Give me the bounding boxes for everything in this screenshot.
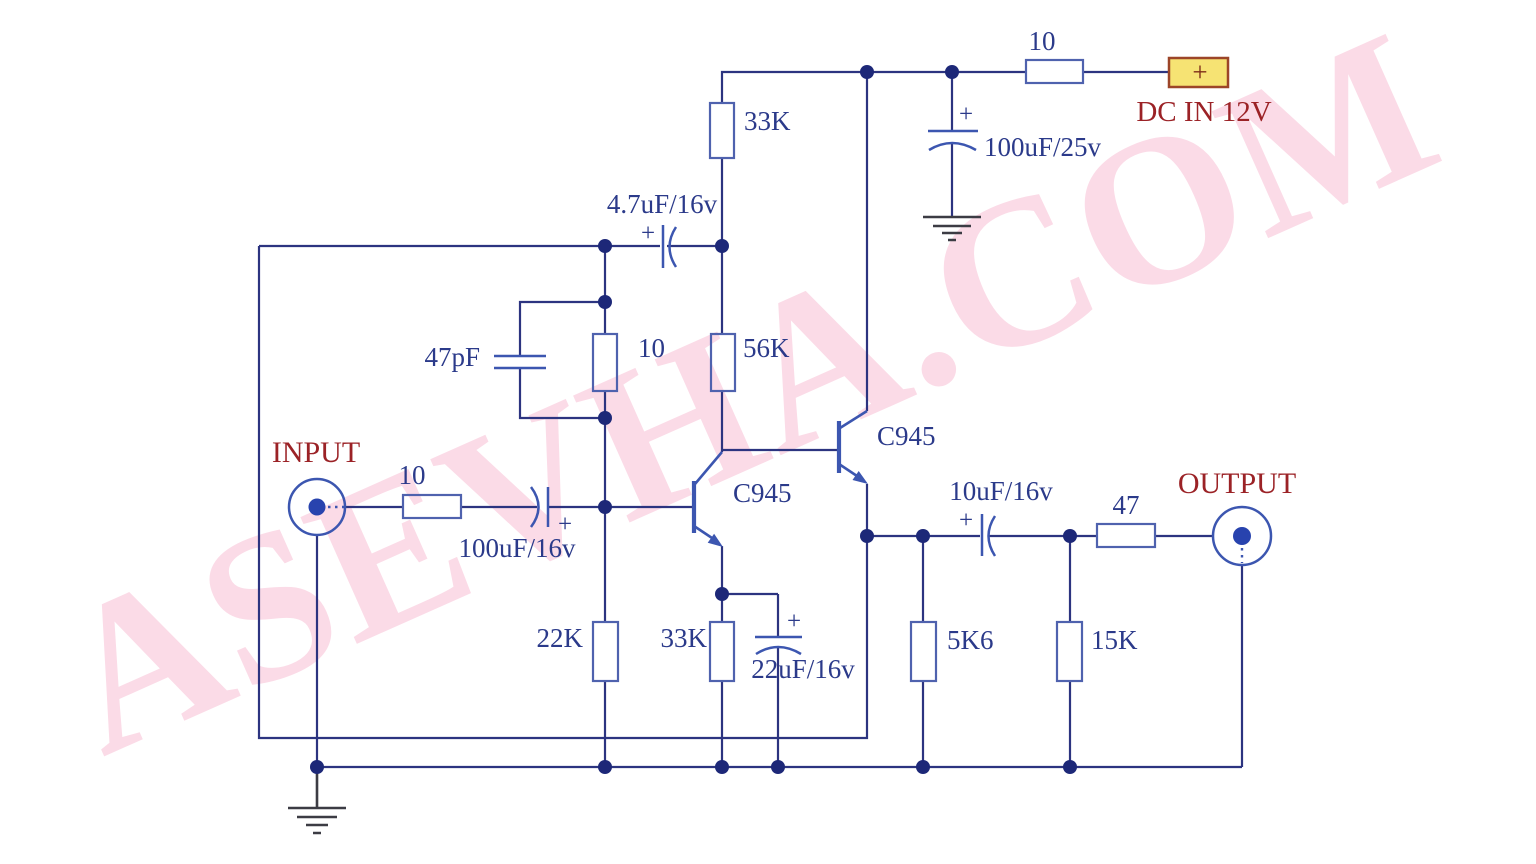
- capacitor-bypass-22u: [755, 635, 802, 656]
- label-q1: C945: [733, 478, 792, 508]
- ground-symbol-filter: [923, 215, 981, 242]
- label-47pf: 47pF: [424, 342, 480, 372]
- capacitor-filter-100u: [928, 129, 978, 152]
- transistor-q2: [836, 409, 868, 484]
- label-bootstrap-cap: 4.7uF/16v: [607, 189, 718, 219]
- label-filter-cap: 100uF/25v: [984, 132, 1102, 162]
- output-jack: [1211, 505, 1273, 567]
- dc-terminal-block: [1167, 56, 1230, 89]
- label-bootstrap-cap-plus: +: [641, 220, 655, 247]
- label-input-cap: 100uF/16v: [458, 533, 576, 563]
- label-emitter-resistor: 33K: [661, 623, 708, 653]
- capacitor-input-100u: [529, 486, 550, 528]
- resistor-5k6-load: [909, 620, 938, 683]
- label-q2: C945: [877, 421, 936, 451]
- label-input-resistor: 10: [399, 460, 426, 490]
- resistor-33k-emitter: [708, 620, 736, 683]
- resistor-10-input: [401, 493, 463, 520]
- resistor-33k-collector: [708, 101, 736, 160]
- resistor-10-supply: [1024, 58, 1085, 85]
- ground-symbol-input: [288, 767, 346, 835]
- label-feedback-resistor: 10: [638, 333, 665, 363]
- resistor-56k-base: [709, 332, 737, 393]
- label-bypass-cap: 22uF/16v: [751, 654, 855, 684]
- label-5k6: 5K6: [947, 625, 994, 655]
- label-15k: 15K: [1091, 625, 1138, 655]
- label-supply-resistor: 10: [1029, 26, 1056, 56]
- label-output-cap-plus: +: [959, 507, 973, 534]
- dc-terminal: +: [1167, 56, 1230, 89]
- dc-terminal-plus: +: [1192, 57, 1207, 87]
- label-output-cap: 10uF/16v: [949, 476, 1053, 506]
- label-dc-in: DC IN 12V: [1136, 96, 1271, 128]
- label-input: INPUT: [272, 436, 360, 469]
- label-base-resistor: 56K: [743, 333, 790, 363]
- capacitor-47pf: [494, 354, 546, 370]
- capacitor-bootstrap-4u7: [661, 225, 678, 268]
- transistor-q1: [691, 451, 723, 547]
- capacitor-output-10u: [980, 514, 997, 557]
- label-filter-cap-plus: +: [959, 101, 973, 128]
- label-collector-resistor: 33K: [744, 106, 791, 136]
- resistor-10-feedback: [591, 332, 619, 393]
- label-47: 47: [1113, 490, 1140, 520]
- label-input-cap-plus: +: [558, 511, 572, 538]
- junction-dots: [310, 65, 1077, 774]
- label-bypass-cap-plus: +: [787, 608, 801, 635]
- input-jack: [287, 477, 347, 537]
- label-output: OUTPUT: [1178, 467, 1296, 500]
- resistor-22k-bias: [591, 620, 620, 683]
- label-22k: 22K: [537, 623, 584, 653]
- resistor-47-output: [1095, 522, 1157, 549]
- resistor-15k-shunt: [1055, 620, 1084, 683]
